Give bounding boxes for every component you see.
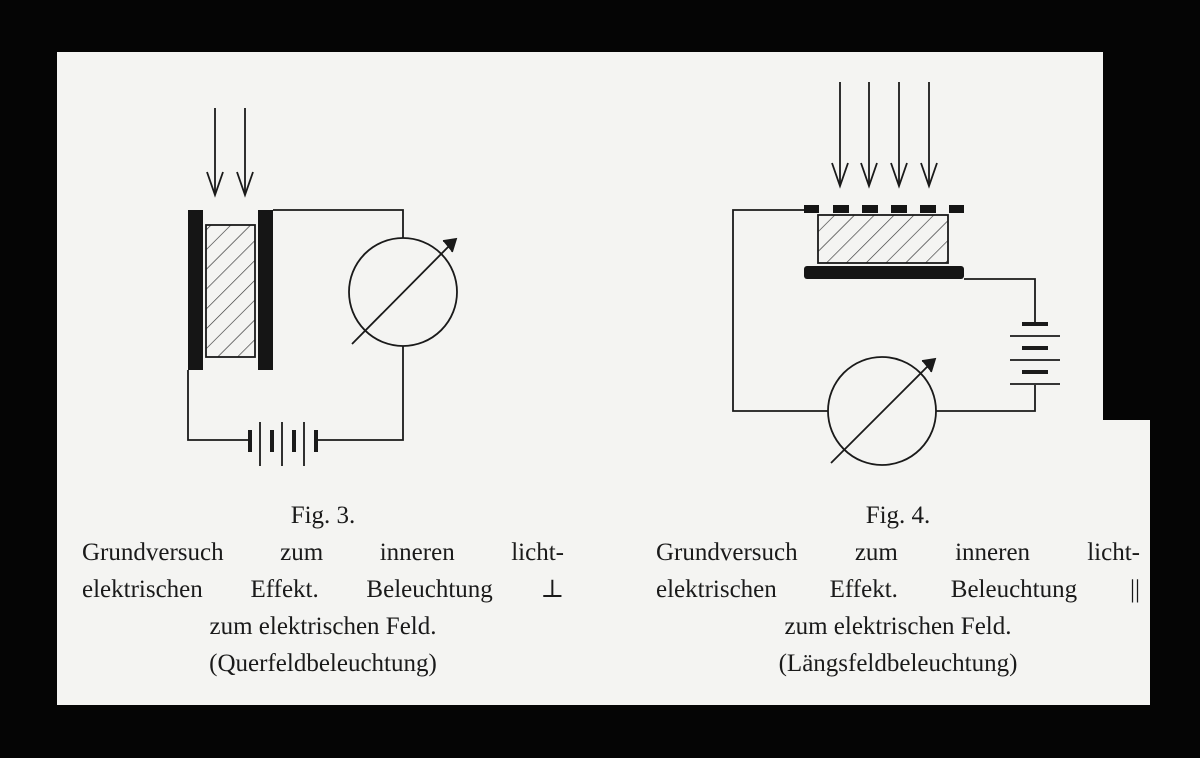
wire	[964, 278, 1036, 322]
wire	[187, 370, 248, 441]
fig4-caption: Fig. 4. Grundversuch zum inneren licht- …	[656, 497, 1140, 682]
galvanometer-icon	[827, 356, 937, 466]
electrode-right	[258, 210, 273, 370]
electrode-left	[188, 210, 203, 370]
caption-line: Grundversuch zum inneren licht-	[656, 539, 1140, 566]
light-arrows	[206, 108, 254, 198]
battery-icon	[1010, 322, 1060, 385]
caption-line: zum elektrischen Feld.	[209, 613, 437, 640]
wire	[273, 209, 404, 238]
grid-electrode	[804, 205, 964, 213]
caption-line: elektrischen Effekt. Beleuchtung ⊥	[82, 576, 564, 603]
figure-label: Fig. 3.	[290, 502, 356, 529]
galvanometer-icon	[348, 237, 458, 347]
wire	[936, 385, 1036, 412]
wire	[732, 209, 828, 412]
caption-line: Grundversuch zum inneren licht-	[82, 539, 564, 566]
caption-line: (Längsfeldbeleuchtung)	[778, 650, 1018, 677]
bottom-electrode	[804, 266, 964, 279]
fig3-diagram	[187, 108, 458, 466]
battery-icon	[248, 422, 318, 466]
light-arrows	[831, 82, 938, 189]
figure-label: Fig. 4.	[865, 502, 931, 529]
fig4-diagram	[732, 82, 1060, 466]
caption-line: zum elektrischen Feld.	[784, 613, 1012, 640]
semiconductor-crystal	[205, 224, 256, 358]
fig3-caption: Fig. 3. Grundversuch zum inneren licht- …	[82, 497, 564, 682]
caption-line: elektrischen Effekt. Beleuchtung ||	[656, 576, 1140, 603]
wire	[318, 346, 404, 441]
semiconductor-crystal	[817, 214, 949, 264]
caption-line: (Querfeldbeleuchtung)	[209, 650, 437, 677]
